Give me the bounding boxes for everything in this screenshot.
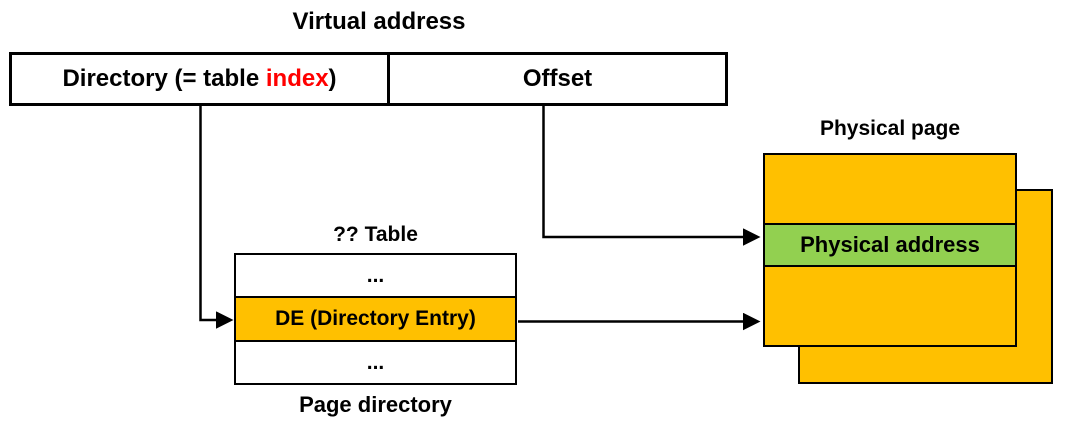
directory-label-prefix: Directory (= table (62, 65, 266, 92)
arrow-offset-to-physical-address-icon (542, 106, 761, 246)
page-directory-caption: Page directory (299, 392, 452, 417)
directory-label-suffix: ) (328, 65, 337, 92)
table-row-ellipsis-bottom: ... (236, 342, 515, 383)
offset-field: Offset (390, 55, 725, 103)
physical-page-front: Physical address (763, 153, 1017, 347)
physical-page-title: Physical page (819, 117, 961, 140)
physical-address-band: Physical address (765, 223, 1015, 267)
physical-address-label: Physical address (800, 232, 980, 257)
table-row-ellipsis-top: ... (236, 255, 515, 296)
virtual-address-box: Directory (= table index) Offset (9, 52, 728, 106)
page-directory-table: ... DE (Directory Entry) ... (234, 253, 517, 385)
offset-label: Offset (522, 65, 593, 92)
directory-label: Directory (= table index) (62, 65, 336, 93)
arrow-directory-to-directory-entry-icon (199, 106, 234, 329)
directory-field: Directory (= table index) (12, 55, 390, 103)
table-row-directory-entry: DE (Directory Entry) (236, 296, 515, 342)
diagram-title: Virtual address (292, 8, 466, 35)
page-table-title: ?? Table (333, 223, 418, 246)
directory-label-index-highlight: index (265, 65, 329, 92)
